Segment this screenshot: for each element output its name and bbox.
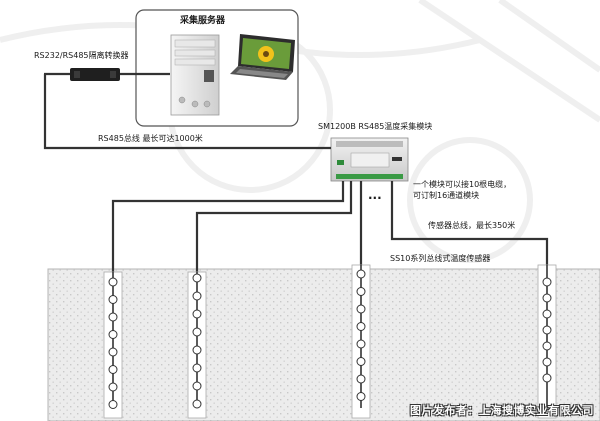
temperature-sensor-icon [192,291,202,301]
temperature-sensor-icon [192,309,202,319]
temperature-sensor-icon [356,304,366,314]
temperature-sensor-icon [542,373,552,383]
temperature-sensor-icon [108,382,118,392]
temperature-sensor-icon [356,287,366,296]
module-note-line-1: 一个模块可以接10根电缆， [413,180,512,189]
temperature-sensor-icon [192,381,202,391]
temperature-sensor-icon [108,347,118,357]
converter-label: RS232/RS485隔离转换器 [34,51,129,60]
temperature-sensor-icon [356,357,366,366]
watermark: 图片发布者：上海搜博实业有限公司 [410,404,594,417]
rs485-bus-label: RS485总线 最长可达1000米 [98,134,203,143]
temperature-sensor-icon [108,277,118,287]
temperature-sensor-icon [542,325,552,335]
laptop-icon [230,34,295,80]
temperature-sensor-icon [356,339,366,349]
ground-area [47,268,600,421]
converter-box-icon [70,68,120,81]
temperature-sensor-icon [356,392,366,401]
temperature-sensor-icon [192,345,202,355]
module-note-line-2: 可订制16通道模块 [413,191,480,200]
temperature-sensor-icon [542,309,552,319]
sensor-label: SS10系列总线式温度传感器 [390,254,491,263]
temperature-sensor-icon [542,357,552,367]
temperature-sensor-icon [108,312,118,322]
temperature-sensor-icon [108,365,118,374]
acquisition-module-icon [330,137,409,182]
module-label: SM1200B RS485温度采集模块 [318,122,433,131]
temperature-sensor-icon [192,399,202,409]
server-group-title: 采集服务器 [180,16,226,26]
temperature-sensor-icon [356,322,366,331]
temperature-sensor-icon [108,330,118,339]
temperature-sensor-icon [108,295,118,304]
temperature-sensor-icon [192,363,202,373]
temperature-sensor-icon [192,273,202,283]
temperature-sensor-icon [192,327,202,337]
desktop-tower-icon [170,34,220,116]
sensor-bus-label: 传感器总线，最长350米 [428,221,516,230]
temperature-sensor-icon [542,277,552,287]
temperature-sensor-icon [542,341,552,351]
more-cables-dots: ··· [368,191,382,205]
temperature-sensor-icon [356,269,366,279]
temperature-sensor-icon [542,293,552,303]
temperature-sensor-icon [356,374,366,384]
temperature-sensor-icon [108,400,118,409]
sensor-columns [103,264,557,419]
